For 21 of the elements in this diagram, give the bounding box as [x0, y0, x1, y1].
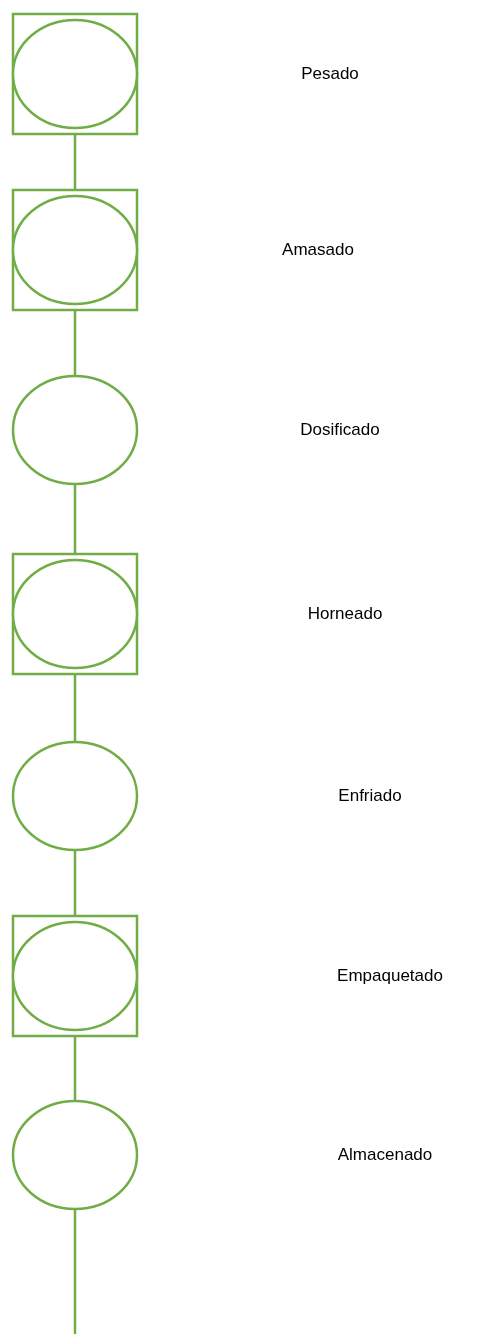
- step-label: Empaquetado: [337, 966, 443, 986]
- combined-symbol: [13, 916, 137, 1036]
- combined-symbol: [13, 554, 137, 674]
- connector-line: [73, 674, 77, 742]
- connector-line: [73, 850, 77, 916]
- operation-circle: [13, 376, 137, 484]
- connector-line: [73, 484, 77, 554]
- step-label: Horneado: [307, 604, 383, 624]
- combined-symbol: [13, 190, 137, 310]
- connector-line: [73, 310, 77, 376]
- operation-circle: [13, 742, 137, 850]
- combined-symbol: [13, 14, 137, 134]
- step-label: Almacenado: [337, 1145, 433, 1165]
- operation-circle: [13, 1101, 137, 1209]
- connector-line: [73, 1209, 77, 1334]
- step-label: Amasado: [282, 240, 354, 260]
- connector-line: [73, 1036, 77, 1101]
- connector-line: [73, 134, 77, 190]
- step-label: Dosificado: [300, 420, 380, 440]
- step-label: Pesado: [301, 64, 359, 84]
- step-label: Enfriado: [338, 786, 402, 806]
